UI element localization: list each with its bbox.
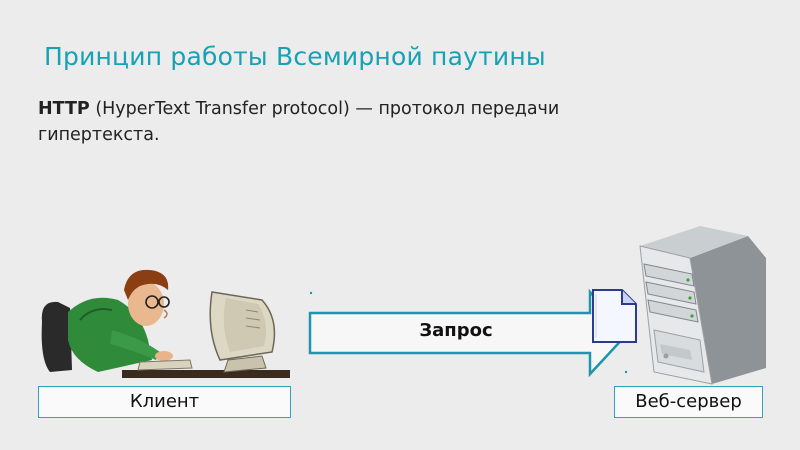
slide-title: Принцип работы Всемирной паутины [44,42,546,71]
client-label-box: Клиент [38,386,291,418]
http-definition: HTTP (HyperText Transfer protocol) — про… [38,96,738,148]
server-label-box: Веб-сервер [614,386,763,418]
request-label: Запрос [419,320,493,341]
client-label: Клиент [129,391,200,412]
definition-line2: гипертекста. [38,125,160,145]
document-icon [592,289,637,343]
server-tower-illustration [639,226,766,385]
person-at-computer-illustration [41,269,290,378]
server-label: Веб-сервер [635,391,742,412]
request-arrow [308,288,630,378]
definition-term: HTTP [38,99,90,119]
definition-rest: (HyperText Transfer protocol) — протокол… [89,99,560,119]
